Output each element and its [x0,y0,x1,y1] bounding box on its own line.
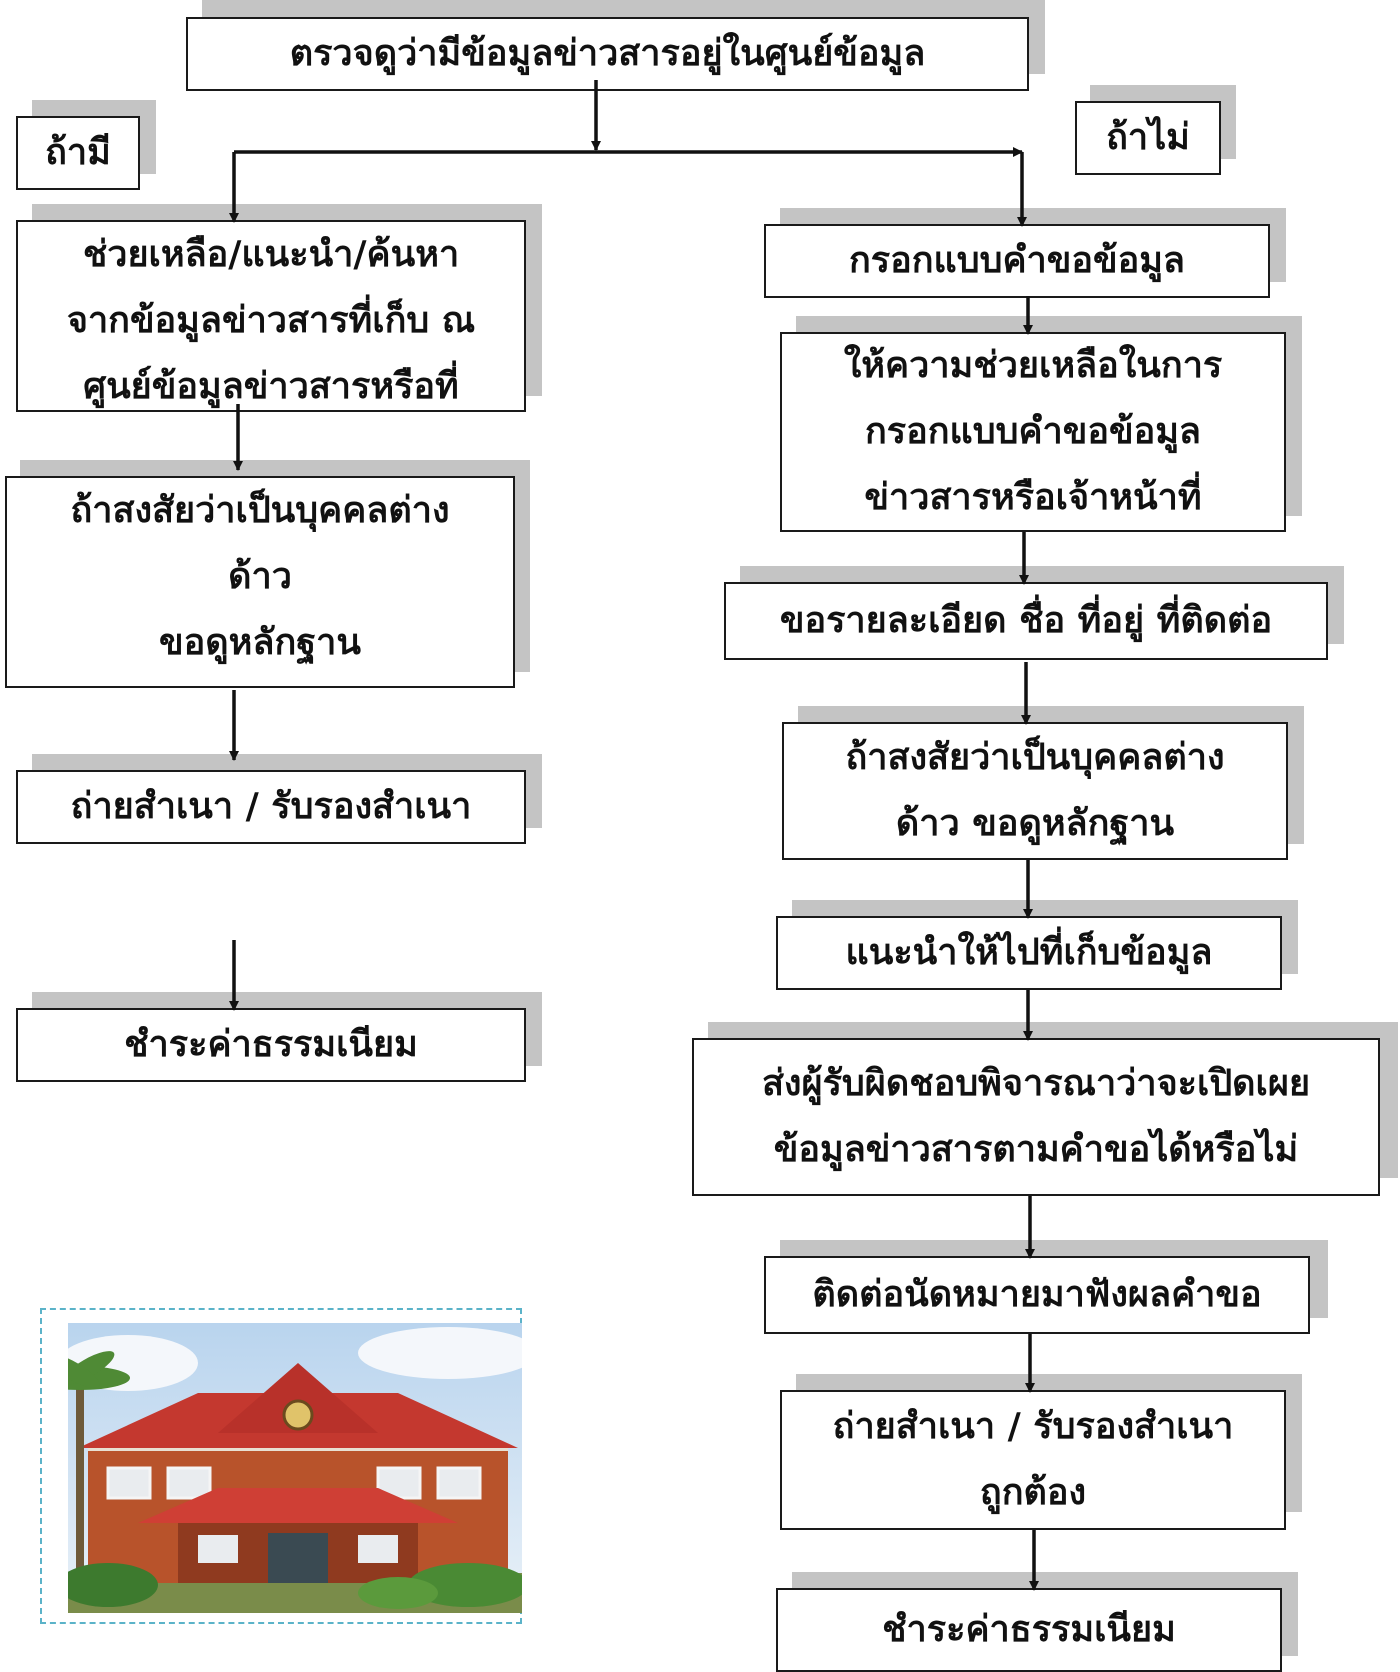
yes-step-2-line: ด้าว [228,556,292,597]
yes-step-3-line: ถ่ายสำเนา / รับรองสำเนา [70,786,472,827]
yes-step-1-line: ศูนย์ข้อมูลข่าวสารหรือที่ [83,366,459,407]
no-step-5-line: แนะนำให้ไปที่เก็บข้อมูล [845,932,1213,973]
no-step-9-line: ชำระค่าธรรมเนียม [882,1609,1176,1650]
no-step-4-line: ด้าว ขอดูหลักฐาน [895,803,1175,844]
no-step-2-line: ให้ความช่วยเหลือในการ [843,345,1223,386]
no-step-6: ส่งผู้รับผิดชอบพิจารณาว่าจะเปิดเผย ข้อมู… [692,1038,1380,1196]
building-photo-icon [68,1323,522,1613]
branch-no-label: ถ้าไม่ [1075,101,1221,175]
branch-yes-label-text: ถ้ามี [45,132,111,173]
no-step-6-line: ส่งผู้รับผิดชอบพิจารณาว่าจะเปิดเผย [761,1063,1311,1104]
yes-step-1-line: ช่วยเหลือ/แนะนำ/ค้นหา [82,234,460,275]
no-step-8-line: ถูกต้อง [979,1472,1087,1513]
office-building-photo [68,1323,522,1613]
no-step-5: แนะนำให้ไปที่เก็บข้อมูล [776,916,1282,990]
no-step-1-line: กรอกแบบคำขอข้อมูล [848,240,1185,281]
no-step-2: ให้ความช่วยเหลือในการ กรอกแบบคำขอข้อมูล … [780,332,1286,532]
no-step-3-line: ขอรายละเอียด ชื่อ ที่อยู่ ที่ติดต่อ [779,600,1273,641]
no-step-4: ถ้าสงสัยว่าเป็นบุคคลต่าง ด้าว ขอดูหลักฐา… [782,722,1288,860]
yes-step-4: ชำระค่าธรรมเนียม [16,1008,526,1082]
branch-yes-label: ถ้ามี [16,116,140,190]
yes-step-4-line: ชำระค่าธรรมเนียม [124,1024,418,1065]
no-step-8: ถ่ายสำเนา / รับรองสำเนา ถูกต้อง [780,1390,1286,1530]
no-step-6-line: ข้อมูลข่าวสารตามคำขอได้หรือไม่ [773,1129,1299,1170]
yes-step-1: ช่วยเหลือ/แนะนำ/ค้นหา จากข้อมูลข่าวสารที… [16,220,526,412]
no-step-1: กรอกแบบคำขอข้อมูล [764,224,1270,298]
start-box-text: ตรวจดูว่ามีข้อมูลข่าวสารอยู่ในศูนย์ข้อมู… [289,33,926,74]
no-step-3: ขอรายละเอียด ชื่อ ที่อยู่ ที่ติดต่อ [724,582,1328,660]
start-box: ตรวจดูว่ามีข้อมูลข่าวสารอยู่ในศูนย์ข้อมู… [186,17,1029,91]
no-step-2-line: กรอกแบบคำขอข้อมูล [864,411,1201,452]
no-step-8-line: ถ่ายสำเนา / รับรองสำเนา [832,1406,1234,1447]
yes-step-1-line: จากข้อมูลข่าวสารที่เก็บ ณ [66,300,476,341]
no-step-2-line: ข่าวสารหรือเจ้าหน้าที่ [864,477,1202,518]
no-step-7-line: ติดต่อนัดหมายมาฟังผลคำขอ [812,1274,1262,1315]
yes-step-2-line: ขอดูหลักฐาน [159,622,361,663]
no-step-7: ติดต่อนัดหมายมาฟังผลคำขอ [764,1256,1310,1334]
yes-step-2-line: ถ้าสงสัยว่าเป็นบุคคลต่าง [70,490,450,531]
no-step-4-line: ถ้าสงสัยว่าเป็นบุคคลต่าง [845,737,1225,778]
yes-step-2: ถ้าสงสัยว่าเป็นบุคคลต่าง ด้าว ขอดูหลักฐา… [5,476,515,688]
yes-step-3: ถ่ายสำเนา / รับรองสำเนา [16,770,526,844]
branch-no-label-text: ถ้าไม่ [1106,117,1190,158]
